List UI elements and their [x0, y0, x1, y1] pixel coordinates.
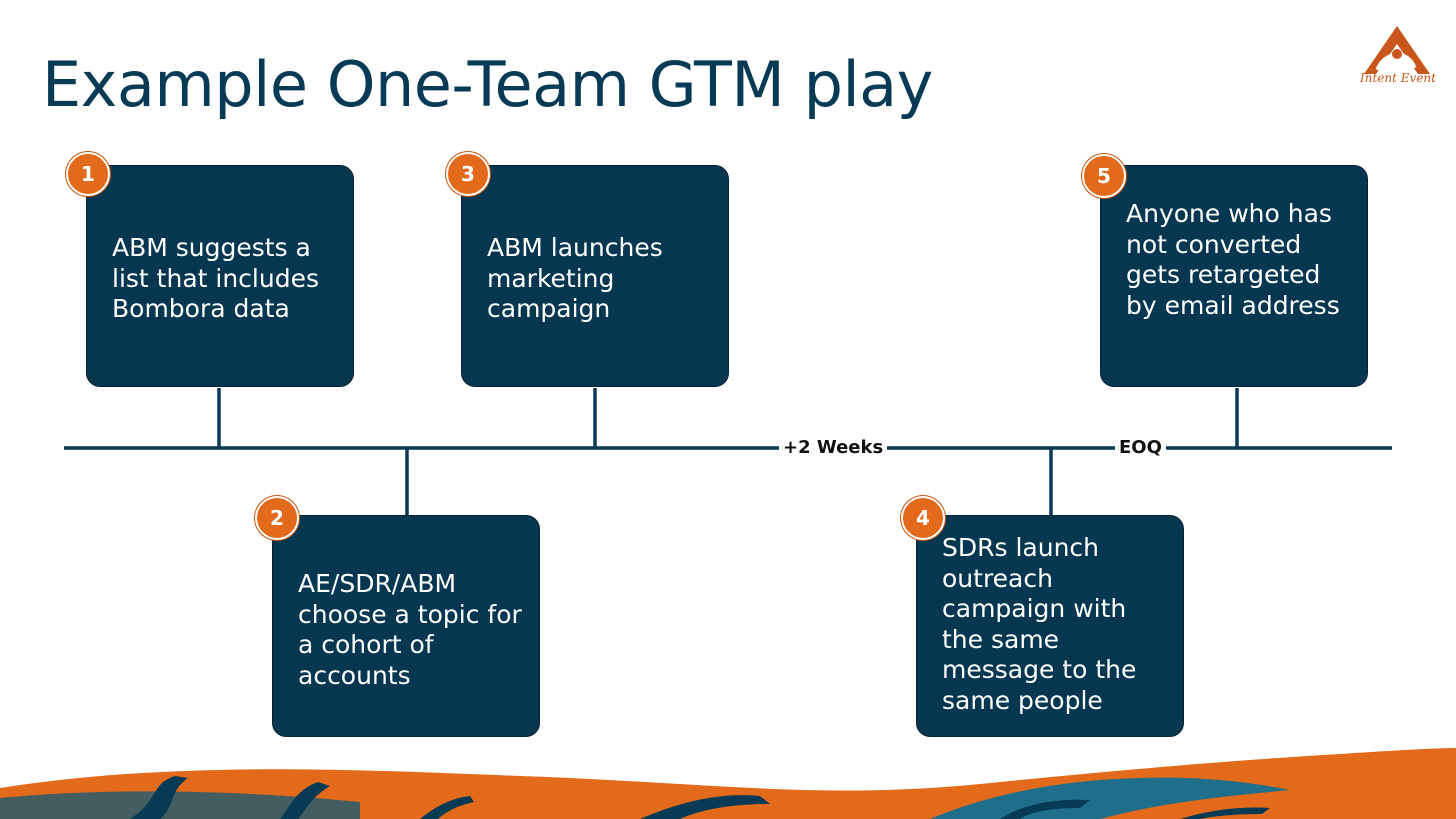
timeline-label-two-weeks: +2 Weeks	[779, 437, 888, 459]
step-number-badge-4: 4	[901, 496, 945, 540]
step-card-5: Anyone who has not converted gets retarg…	[1100, 165, 1368, 387]
step-text: ABM suggests a list that includes Bombor…	[112, 233, 319, 323]
step-text: SDRs launch outreach campaign with the s…	[942, 533, 1137, 715]
step-number-badge-1: 1	[66, 152, 110, 196]
step-text: Anyone who has not converted gets retarg…	[1126, 199, 1340, 320]
logo-icon	[1364, 26, 1430, 74]
step-number-badge-2: 2	[255, 496, 299, 540]
step-number-badge-5: 5	[1082, 154, 1126, 198]
logo-text: Intent Event	[1360, 71, 1436, 85]
decorative-wave-footer	[0, 748, 1456, 819]
step-text: ABM launches marketing campaign	[487, 233, 663, 323]
step-card-3: ABM launches marketing campaign	[461, 165, 729, 387]
step-card-2: AE/SDR/ABM choose a topic for a cohort o…	[272, 515, 540, 737]
step-card-1: ABM suggests a list that includes Bombor…	[86, 165, 354, 387]
page-title: Example One-Team GTM play	[42, 48, 933, 121]
step-text: AE/SDR/ABM choose a topic for a cohort o…	[298, 569, 522, 690]
timeline-label-eoq: EOQ	[1115, 437, 1166, 459]
step-number-badge-3: 3	[446, 152, 490, 196]
step-card-4: SDRs launch outreach campaign with the s…	[916, 515, 1184, 737]
